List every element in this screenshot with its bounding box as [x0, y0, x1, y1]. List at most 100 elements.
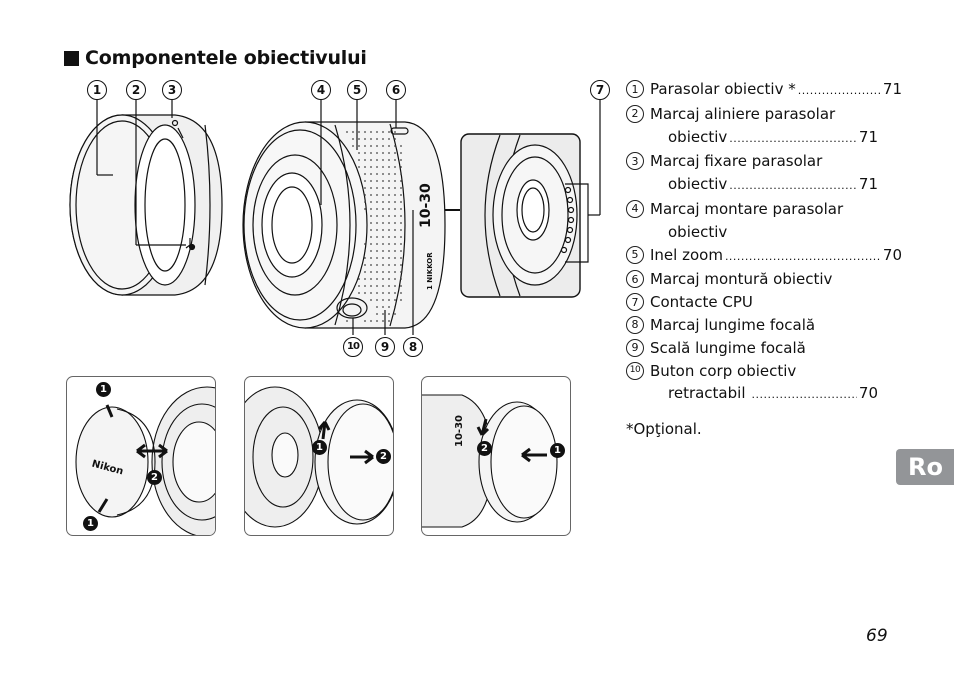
legend-text: Marcaj aliniere parasolar [650, 104, 836, 123]
texture-dot [370, 250, 372, 252]
texture-dot [400, 208, 402, 210]
texture-dot [364, 201, 366, 203]
texture-dot [364, 278, 366, 280]
legend-number: 5 [626, 245, 644, 264]
texture-dot [370, 173, 372, 175]
lens-mount-drawing [460, 133, 581, 298]
texture-dot [382, 166, 384, 168]
texture-dot [400, 173, 402, 175]
step-1-badge: 1 [83, 516, 98, 531]
page-ref[interactable]: 71 [882, 80, 902, 98]
texture-dot [352, 131, 354, 133]
legend-number: 8 [626, 315, 644, 334]
texture-dot [394, 180, 396, 182]
legend-item-continuation: obiectiv................................… [626, 173, 878, 198]
texture-dot [388, 236, 390, 238]
texture-dot [394, 173, 396, 175]
texture-dot [358, 278, 360, 280]
texture-dot [370, 320, 372, 322]
texture-dot [376, 201, 378, 203]
texture-dot [376, 320, 378, 322]
texture-dot [400, 180, 402, 182]
optional-footnote: *Opţional. [626, 420, 702, 438]
texture-dot [394, 222, 396, 224]
texture-dot [394, 215, 396, 217]
texture-dot [400, 166, 402, 168]
texture-dot [382, 229, 384, 231]
texture-dot [382, 278, 384, 280]
texture-dot [382, 180, 384, 182]
square-bullet-icon [64, 50, 79, 66]
texture-dot [376, 299, 378, 301]
texture-dot [376, 138, 378, 140]
texture-dot [382, 264, 384, 266]
texture-dot [370, 271, 372, 273]
texture-dot [364, 250, 366, 252]
texture-dot [364, 187, 366, 189]
texture-dot [370, 166, 372, 168]
callout-4: 4 [311, 80, 331, 100]
texture-dot [370, 243, 372, 245]
lens-body-drawing [242, 121, 460, 329]
callout-5: 5 [347, 80, 367, 100]
texture-dot [370, 180, 372, 182]
texture-dot [400, 152, 402, 154]
texture-dot [370, 215, 372, 217]
brand-marking-text: 1 NIKKOR [426, 252, 434, 290]
legend-text: Marcaj montare parasolar [650, 199, 844, 218]
page-ref[interactable]: 70 [858, 384, 878, 403]
callout-9: 9 [375, 337, 395, 357]
texture-dot [382, 201, 384, 203]
texture-dot [394, 250, 396, 252]
texture-dot [388, 215, 390, 217]
texture-dot [364, 243, 366, 245]
texture-dot [388, 138, 390, 140]
texture-dot [358, 138, 360, 140]
texture-dot [376, 257, 378, 259]
legend-item-continuation: obiectiv [626, 221, 878, 244]
legend-text: Marcaj fixare parasolar [650, 152, 823, 171]
texture-dot [394, 271, 396, 273]
texture-dot [394, 152, 396, 154]
page-ref[interactable]: 71 [858, 175, 878, 194]
texture-dot [376, 285, 378, 287]
zoom-ring-texture [346, 131, 402, 322]
texture-dot [364, 320, 366, 322]
texture-dot [388, 166, 390, 168]
texture-dot [400, 250, 402, 252]
legend-item: 9 Scală lungime focală [626, 337, 878, 360]
texture-dot [388, 159, 390, 161]
texture-dot [376, 173, 378, 175]
texture-dot [388, 250, 390, 252]
texture-dot [382, 145, 384, 147]
legend-item: 7 Contacte CPU [626, 291, 878, 314]
texture-dot [382, 243, 384, 245]
legend-text: obiectiv [668, 222, 728, 241]
texture-dot [400, 159, 402, 161]
legend-item: 6 Marcaj montură obiectiv [626, 268, 878, 291]
texture-dot [376, 306, 378, 308]
page-ref[interactable]: 71 [858, 127, 878, 146]
legend-text: Parasolar obiectiv * [650, 80, 796, 98]
texture-dot [376, 145, 378, 147]
language-tab[interactable]: Ro [896, 449, 954, 485]
texture-dot [370, 285, 372, 287]
texture-dot [382, 299, 384, 301]
texture-dot [394, 166, 396, 168]
texture-dot [370, 187, 372, 189]
page-ref[interactable]: 70 [882, 245, 902, 264]
texture-dot [388, 208, 390, 210]
legend-item: 2 Marcaj aliniere parasolar [626, 103, 878, 126]
texture-dot [376, 271, 378, 273]
texture-dot [370, 222, 372, 224]
texture-dot [388, 292, 390, 294]
texture-dot [376, 180, 378, 182]
legend-text: Inel zoom [650, 245, 723, 264]
texture-dot [376, 313, 378, 315]
texture-dot [370, 194, 372, 196]
texture-dot [400, 222, 402, 224]
texture-dot [364, 138, 366, 140]
texture-dot [370, 292, 372, 294]
texture-dot [394, 278, 396, 280]
